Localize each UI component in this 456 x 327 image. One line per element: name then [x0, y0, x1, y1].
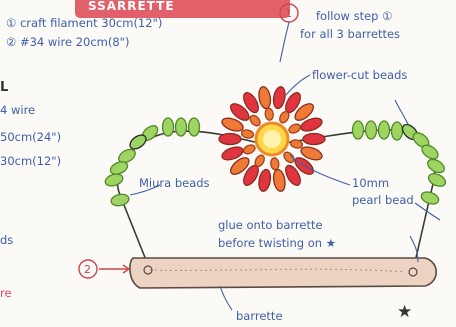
follow-step-line-1: follow step ① — [316, 10, 392, 23]
green-bead — [110, 193, 130, 208]
flower-petal-bead — [219, 134, 241, 145]
glue-note-line-1: glue onto barrette — [218, 219, 323, 232]
step-one-number: 1 — [285, 7, 292, 20]
left-bead-strand — [104, 118, 200, 207]
flower-inner-bead — [282, 150, 296, 164]
green-bead — [353, 121, 364, 139]
green-bead — [379, 121, 390, 139]
left-item-5: re — [0, 287, 12, 300]
left-item-1: 4 wire — [0, 104, 35, 117]
flower-inner-bead — [265, 108, 274, 121]
step-two-number: 2 — [84, 263, 91, 276]
barrette-label: barrette — [236, 310, 283, 323]
flower-cut-beads-label: flower-cut beads — [312, 69, 407, 82]
green-bead — [427, 171, 448, 189]
green-bead — [104, 172, 125, 188]
flower-petal-bead — [303, 134, 325, 145]
green-bead — [176, 118, 187, 136]
materials-line-1: ① craft filament 30cm(12") — [6, 17, 162, 30]
flower-petal-bead — [272, 86, 287, 110]
star-marker: ★ — [397, 306, 412, 319]
materials-line-2: ② #34 wire 20cm(8") — [6, 36, 129, 49]
glue-note-line-2: before twisting on ★ — [218, 237, 336, 250]
barrette-shape — [130, 258, 436, 288]
follow-step-line-2: for all 3 barrettes — [300, 28, 400, 41]
flower-petal-bead — [257, 169, 272, 193]
green-bead — [189, 118, 200, 136]
flower-inner-bead — [248, 113, 262, 127]
left-item-4: ds — [0, 234, 13, 247]
left-item-2: 50cm(24") — [0, 131, 61, 144]
pearl-bead — [256, 123, 288, 155]
green-bead — [425, 157, 446, 176]
left-item-3: 30cm(12") — [0, 155, 61, 168]
flower-inner-bead — [242, 143, 256, 155]
cut-label: L — [0, 81, 8, 94]
green-bead — [392, 122, 403, 140]
header-tab-text: SSARRETTE — [88, 0, 175, 13]
flower-inner-bead — [241, 129, 254, 139]
green-bead — [420, 190, 441, 206]
green-bead — [366, 121, 377, 139]
flower-petal-bead — [272, 169, 287, 193]
flower-inner-bead — [288, 122, 302, 134]
flower-inner-bead — [270, 157, 279, 170]
miura-beads-label: Miura beads — [139, 177, 210, 190]
flower-petal-bead — [257, 86, 272, 110]
pearl-bead-label-1: 10mm — [352, 177, 389, 190]
green-bead — [163, 118, 174, 136]
pearl-bead-label-2: pearl bead — [352, 194, 414, 207]
